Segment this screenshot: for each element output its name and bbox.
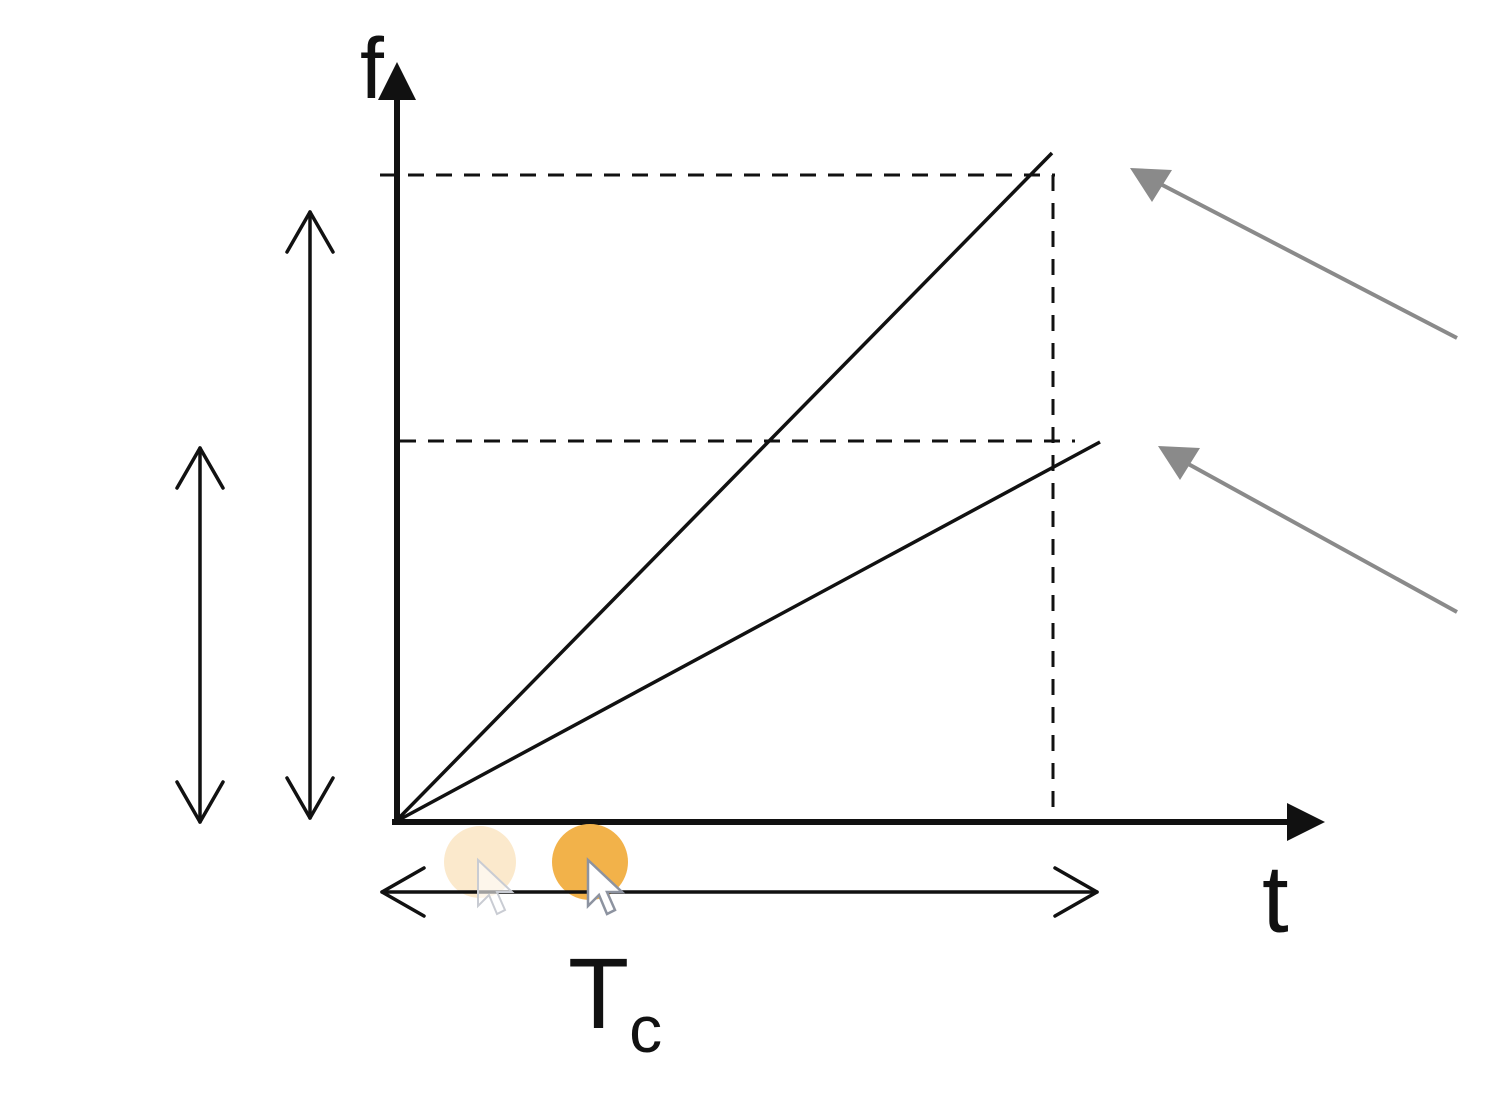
faded-pointer-icon [477, 857, 515, 916]
x-axis-arrowhead [1287, 803, 1325, 841]
dashed-guides [380, 173, 1075, 820]
pointer-arrows [1144, 174, 1458, 614]
upper-pointer-arrow [1144, 174, 1458, 340]
small-bandwidth-arrow [175, 446, 225, 824]
bandwidth-arrows [175, 210, 335, 824]
shallow-chirp-line [394, 440, 1101, 824]
chirp-duration-main: T [568, 938, 629, 1050]
lower-pointer-arrow [1171, 453, 1458, 614]
mouse-pointer-icon [477, 857, 626, 916]
chirp-duration-subscript: c [629, 992, 662, 1066]
chirp-duration-label: Tc [568, 938, 662, 1066]
y-axis-arrowhead [378, 62, 416, 100]
steep-chirp-line [393, 151, 1054, 824]
pointer-icon [586, 857, 626, 916]
lower-pointer-arrowhead [1158, 446, 1200, 480]
chirp-lines [393, 151, 1101, 824]
y-axis-label: f [360, 21, 385, 117]
pointer-arrowheads [1130, 168, 1200, 480]
x-axis-label: t [1262, 846, 1289, 953]
large-bandwidth-arrow [285, 210, 335, 820]
axes [378, 62, 1325, 841]
upper-pointer-arrowhead [1130, 168, 1172, 202]
